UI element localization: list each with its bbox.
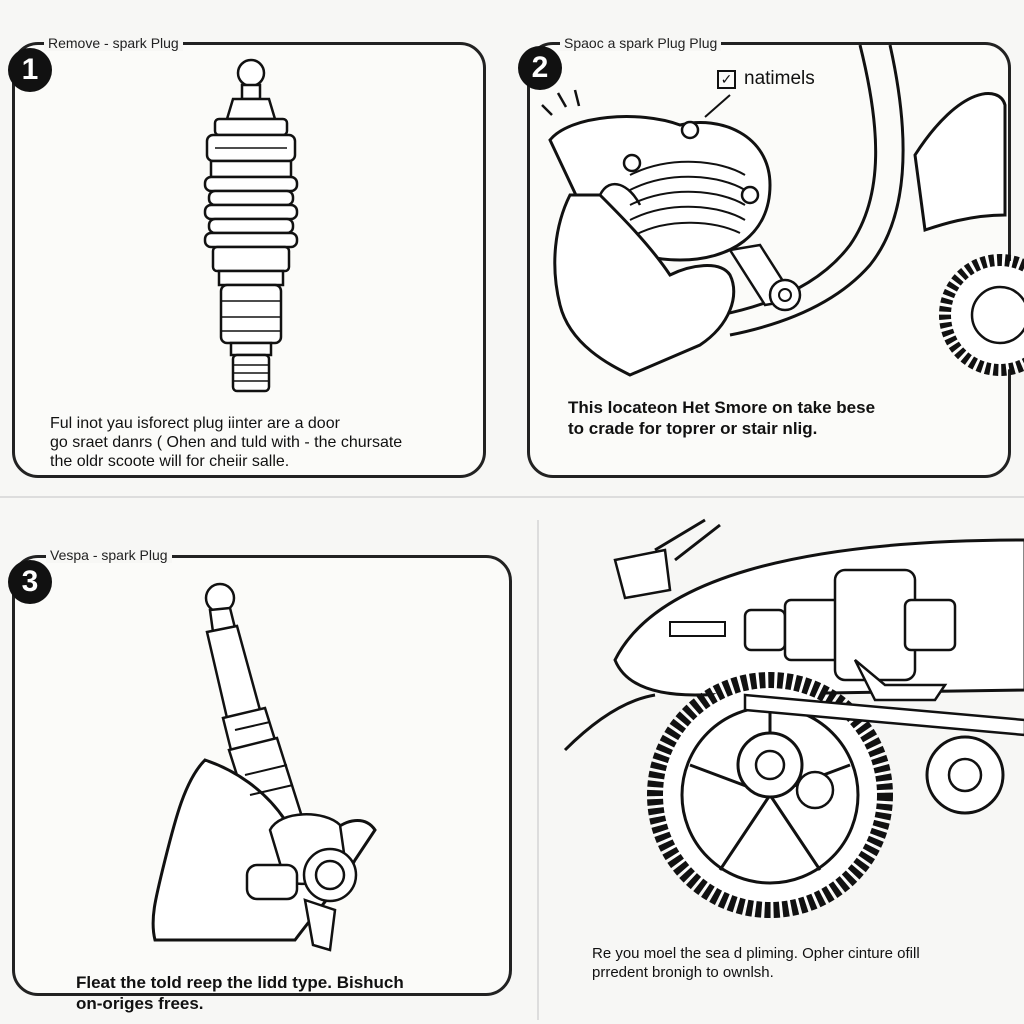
step-2-caption: This locateon Het Smore on take bese to … <box>568 398 876 438</box>
step-1-caption: Ful inot yau isforect plug iinter are a … <box>50 415 403 470</box>
step-1-badge: 1 <box>8 48 52 92</box>
step-2-title: Spaoc a spark Plug Plug <box>560 35 722 51</box>
step-3-caption: Fleat the told reep the lidd type. Bishu… <box>76 973 404 1013</box>
checkbox-icon: ✓ <box>717 69 736 89</box>
step-1-title: Remove - spark Plug <box>44 35 183 51</box>
spark-plug-illustration <box>203 58 299 393</box>
scooter-engine-hand-illustration <box>541 44 1024 377</box>
section-divider <box>0 496 1024 498</box>
part-callout-label: ✓ natimels <box>717 68 815 90</box>
hand-holding-spark-plug-illustration <box>151 582 377 952</box>
step-2-badge: 2 <box>518 46 562 90</box>
step-4-caption: Re you moel the sea d pliming. Opher cin… <box>592 945 920 981</box>
section-divider <box>537 520 539 1020</box>
scooter-rear-illustration <box>563 518 1024 918</box>
step-3-badge: 3 <box>8 560 52 604</box>
step-3-title: Vespa - spark Plug <box>46 547 172 563</box>
